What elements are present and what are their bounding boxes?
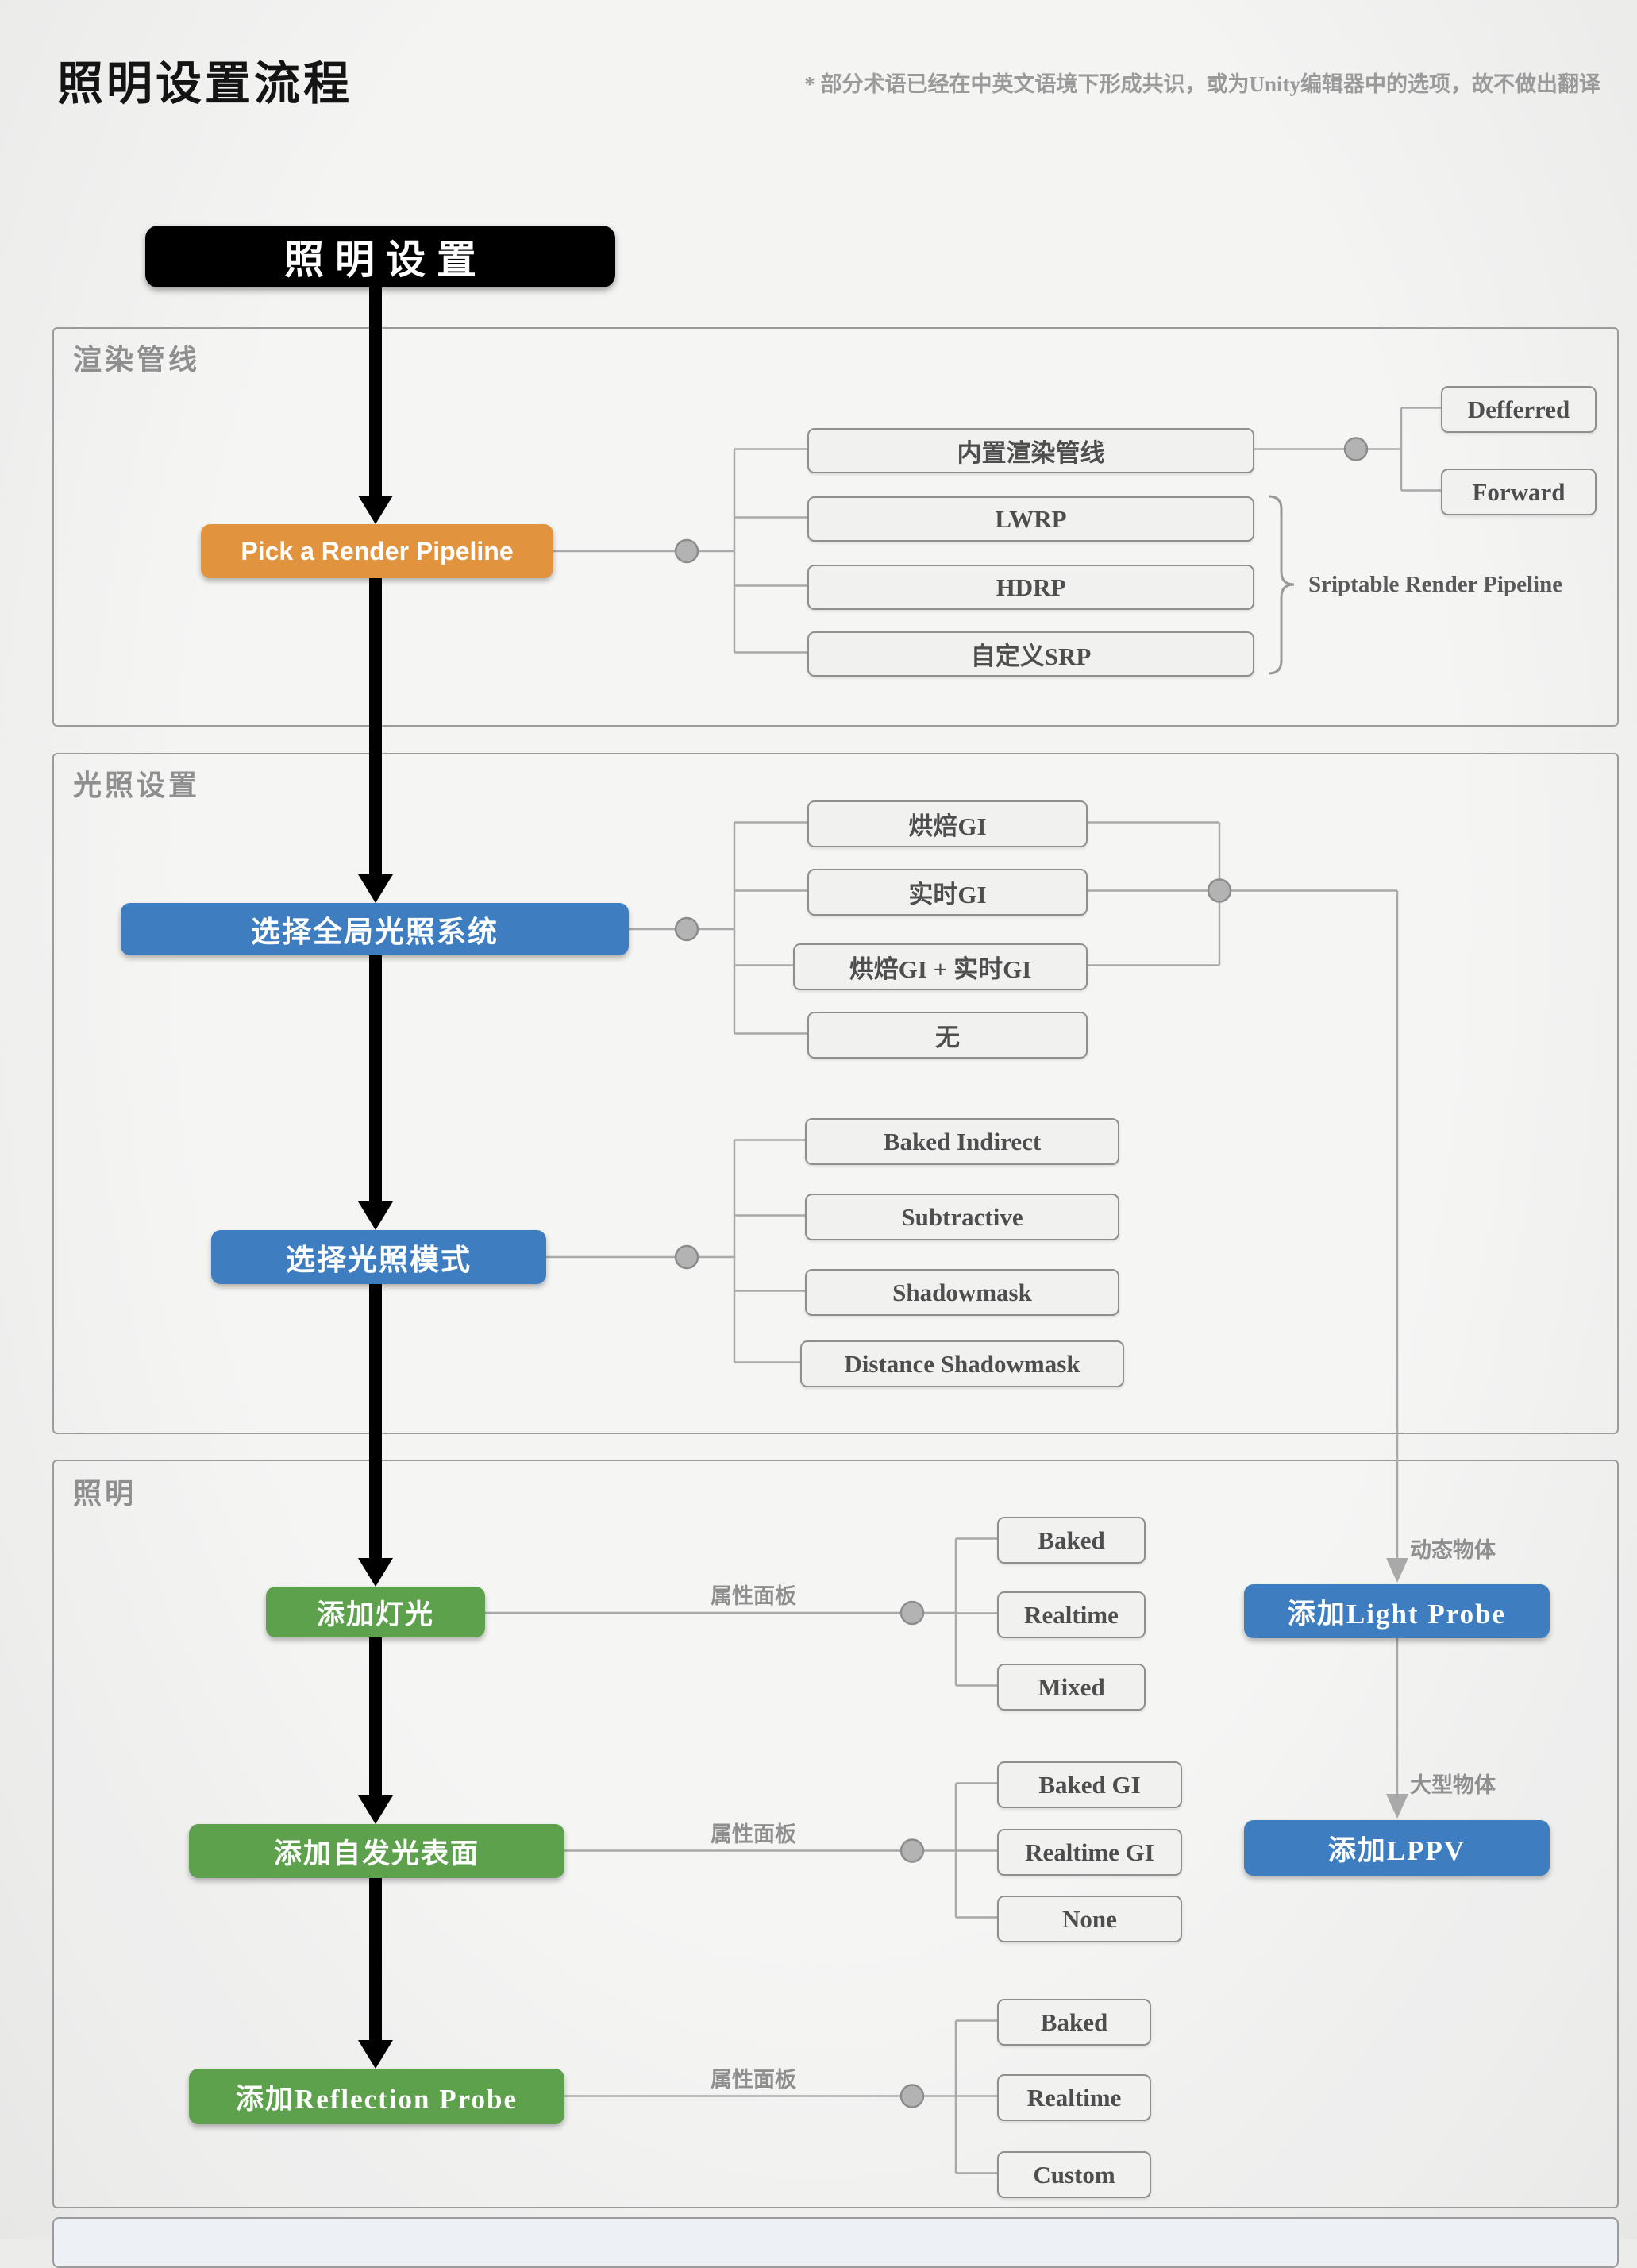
root-node-lighting-setup: 照明设置 (145, 226, 615, 287)
action-add-lights: 添加灯光 (266, 1587, 485, 1637)
option-hdrp: HDRP (807, 565, 1254, 610)
option-baked-gi: 烘焙GI (807, 800, 1088, 847)
option-lwrp: LWRP (807, 496, 1254, 542)
action-add-lppv: 添加LPPV (1244, 1820, 1550, 1876)
option-emissive-realtime-gi: Realtime GI (997, 1829, 1182, 1876)
option-forward: Forward (1441, 469, 1597, 515)
translation-note: * 部分术语已经在中英文语境下形成共识，或为Unity编辑器中的选项，故不做出翻… (804, 72, 1600, 96)
edge-label-panel-emissive: 属性面板 (711, 1822, 796, 1846)
option-baked-indirect: Baked Indirect (805, 1118, 1119, 1165)
option-realtime-gi: 实时GI (807, 869, 1088, 916)
edge-label-large-objects: 大型物体 (1410, 1773, 1496, 1797)
option-light-realtime: Realtime (997, 1591, 1146, 1638)
junction-dots (674, 437, 1369, 2108)
section-label-lighting-settings: 光照设置 (73, 770, 201, 801)
edge-label-panel-lights: 属性面板 (711, 1584, 796, 1608)
option-reflection-realtime: Realtime (997, 2074, 1151, 2121)
option-builtin-pipeline: 内置渲染管线 (807, 428, 1254, 473)
option-shadowmask: Shadowmask (805, 1269, 1119, 1316)
srp-bracket (1268, 495, 1295, 675)
option-custom-srp: 自定义SRP (807, 631, 1254, 677)
section-label-render-pipeline: 渲染管线 (73, 344, 201, 376)
option-reflection-custom: Custom (997, 2151, 1151, 2198)
option-distance-shadowmask: Distance Shadowmask (800, 1340, 1124, 1387)
option-emissive-baked-gi: Baked GI (997, 1761, 1182, 1808)
option-subtractive: Subtractive (805, 1194, 1119, 1240)
action-choose-lighting-mode: 选择光照模式 (211, 1230, 546, 1284)
option-light-baked: Baked (997, 1517, 1146, 1564)
section-lighting-settings (52, 753, 1619, 1434)
edge-label-panel-reflection: 属性面板 (711, 2068, 796, 2092)
action-choose-gi-system: 选择全局光照系统 (121, 903, 629, 955)
option-deferred: Defferred (1441, 386, 1597, 433)
option-light-mixed: Mixed (997, 1664, 1146, 1711)
action-add-reflection-probe: 添加Reflection Probe (189, 2069, 564, 2124)
action-pick-render-pipeline: Pick a Render Pipeline (201, 524, 553, 578)
edge-label-dynamic-objects: 动态物体 (1410, 1538, 1496, 1562)
page-title: 照明设置流程 (57, 58, 353, 110)
option-no-gi: 无 (807, 1012, 1088, 1059)
option-emissive-none: None (997, 1896, 1182, 1942)
main-flow-arrowheads (358, 496, 393, 2069)
action-add-light-probe: 添加Light Probe (1244, 1584, 1550, 1638)
probe-arrowheads (1386, 1558, 1408, 1819)
action-add-emissive-surface: 添加自发光表面 (189, 1824, 564, 1878)
option-baked-plus-realtime-gi: 烘焙GI + 实时GI (793, 943, 1088, 990)
option-reflection-baked: Baked (997, 1999, 1151, 2046)
section-label-lighting: 照明 (73, 1478, 137, 1510)
srp-group-label: Sriptable Render Pipeline (1308, 572, 1563, 597)
